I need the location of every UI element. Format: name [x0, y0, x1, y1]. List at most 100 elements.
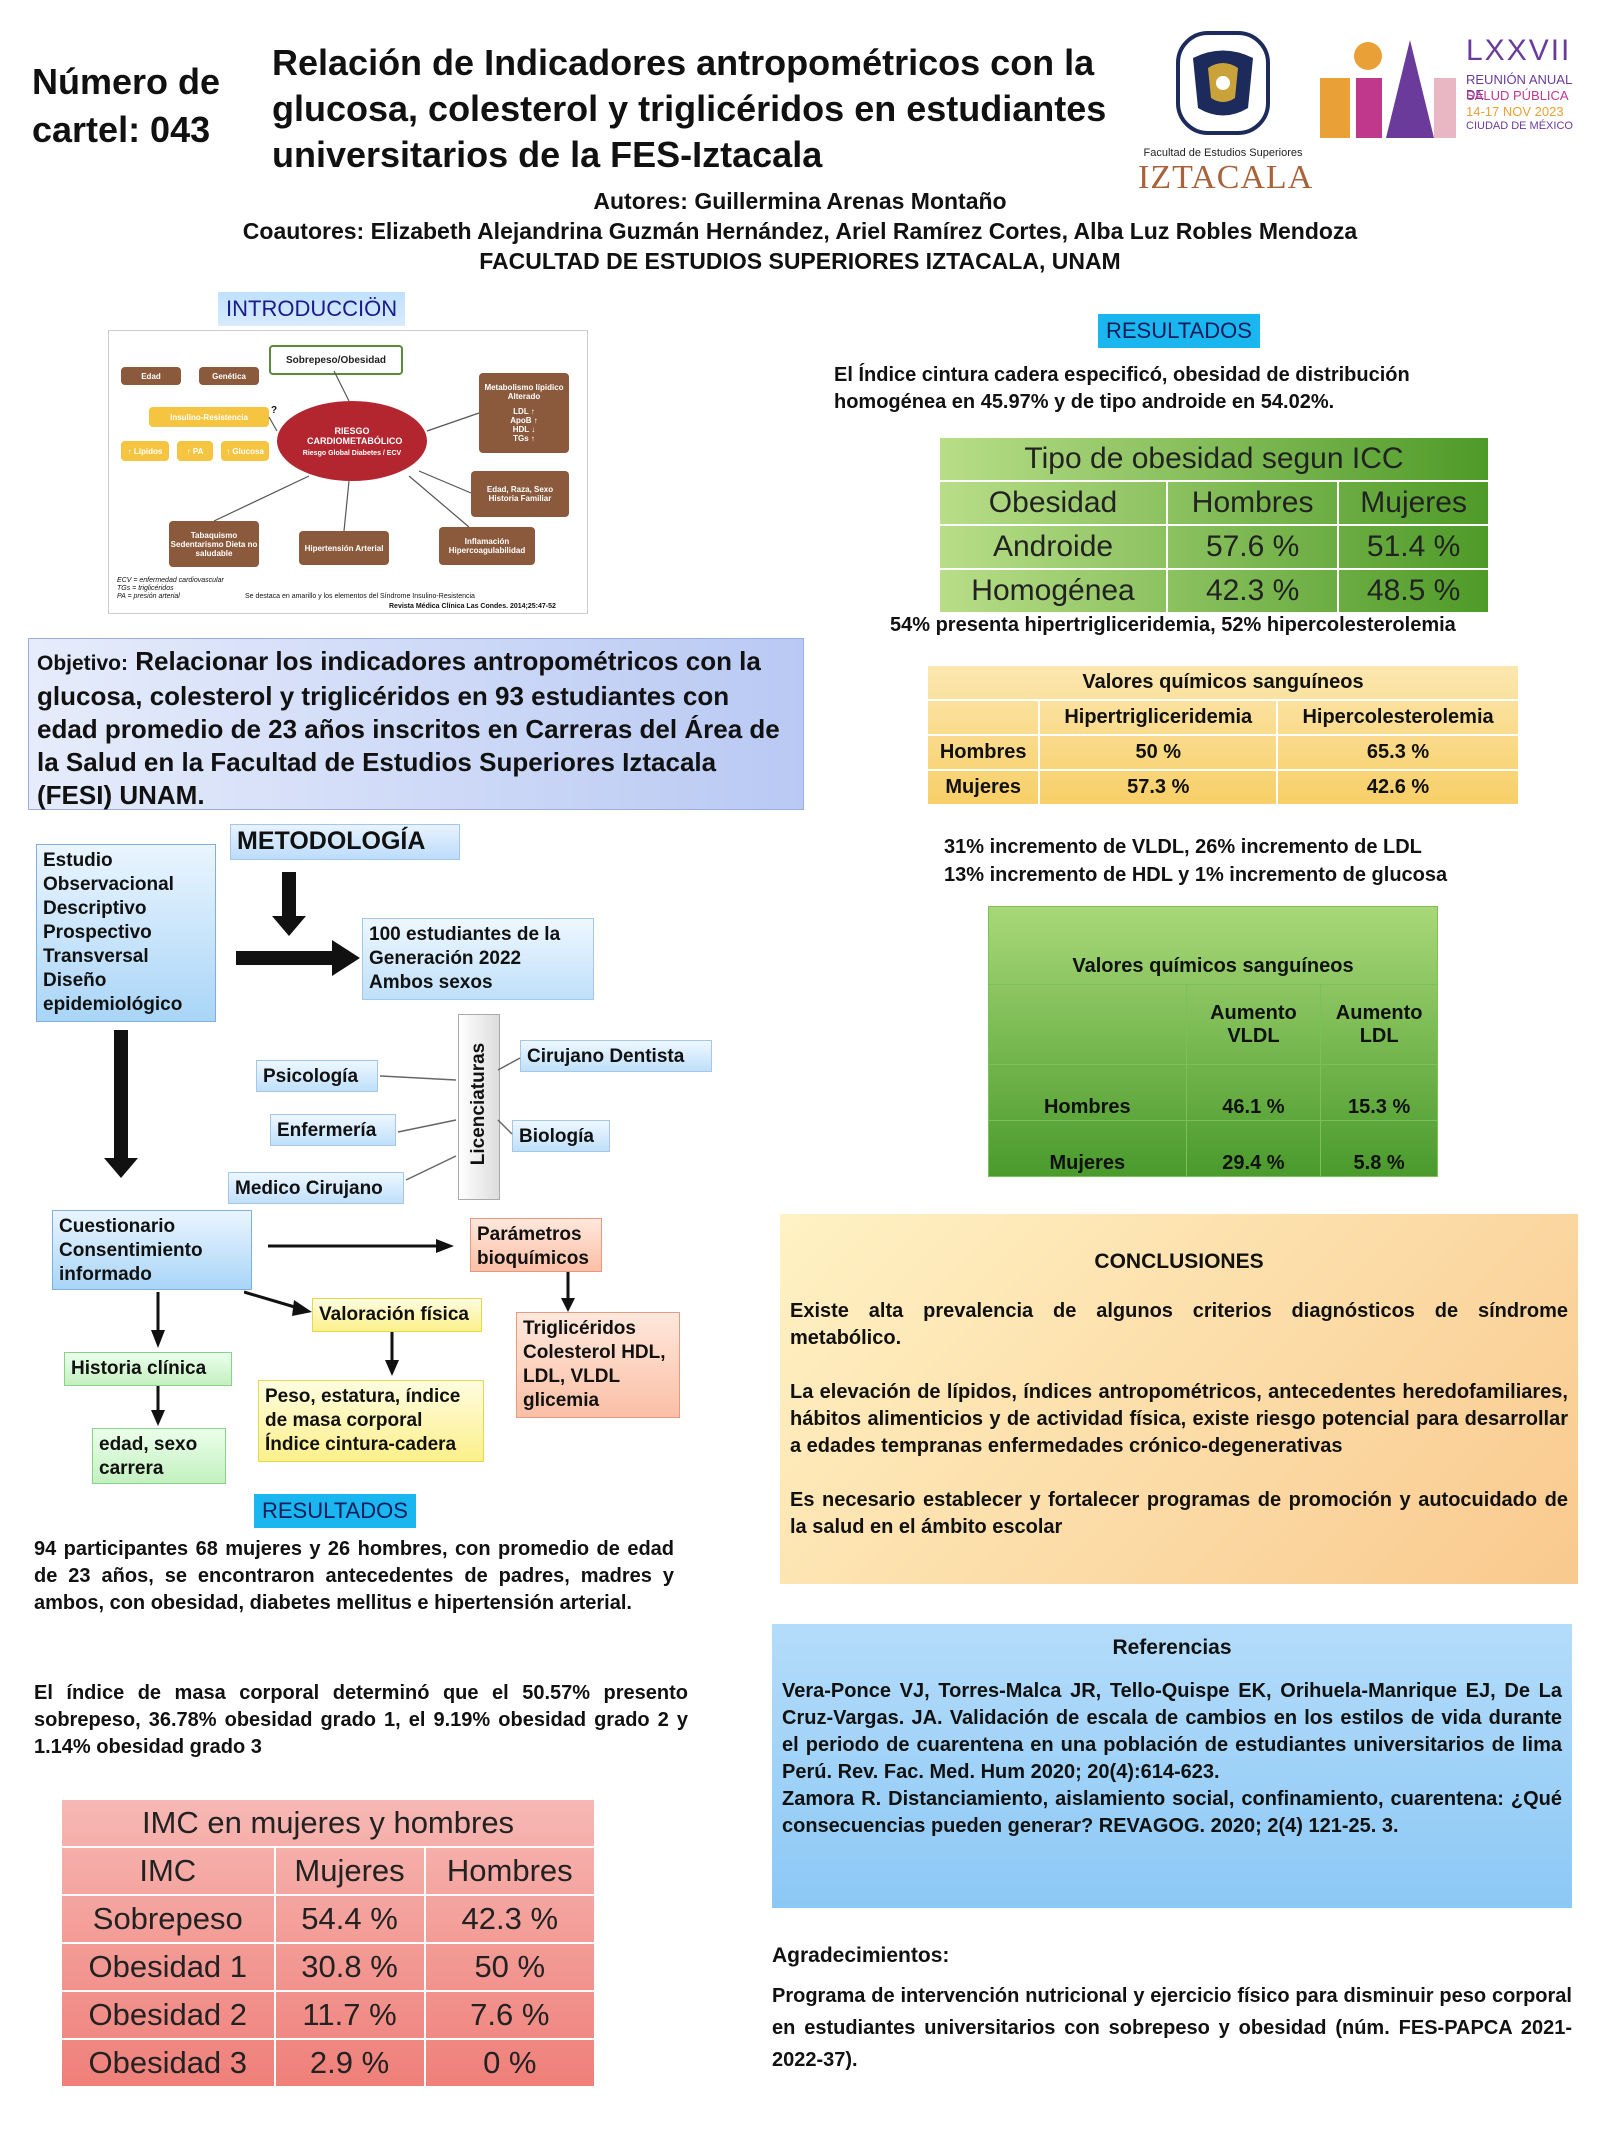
icc-cell: 48.5 %: [1337, 568, 1490, 614]
vq-cell: 57.3 %: [1038, 769, 1279, 806]
fes-caption: Facultad de Estudios Superiores: [1143, 147, 1303, 159]
vq-table-title: Valores químicos sanguíneos: [926, 664, 1520, 701]
fig-center-sub: Riesgo Global Diabetes / ECV: [302, 449, 402, 457]
institution: FACULTAD DE ESTUDIOS SUPERIORES IZTACALA…: [479, 248, 1121, 274]
table-row: Mujeres 57.3 % 42.6 %: [925, 769, 1520, 806]
fig-lipidos: ↑ Lípidos: [121, 441, 169, 461]
vldl-header: Aumento LDL: [1320, 984, 1438, 1065]
questionnaire-box: Cuestionario Consentimiento informado: [52, 1210, 252, 1290]
acknowledgements-label: Agradecimientos:: [772, 1944, 950, 1967]
imc-table-title: IMC en mujeres y hombres: [60, 1798, 596, 1848]
anthropometry-box: Peso, estatura, índice de masa corporal …: [258, 1380, 484, 1462]
methodology-label: METODOLOGÍA: [230, 824, 460, 860]
icc-header: Mujeres: [1337, 480, 1490, 526]
vq-cell: 42.6 %: [1276, 769, 1520, 806]
vq-header: Hipercolesterolemia: [1276, 699, 1520, 736]
vq-header: Hipertrigliceridemia: [1038, 699, 1279, 736]
imc-cell: Sobrepeso: [60, 1894, 276, 1944]
career-psicologia: Psicología: [256, 1060, 378, 1092]
imc-cell: 54.4 %: [273, 1894, 426, 1944]
introduction-label: INTRODUCCIÖN: [218, 292, 406, 326]
vq-cell: Hombres: [925, 734, 1041, 771]
event-dates: 14-17 NOV 2023: [1466, 104, 1564, 119]
demographics-box: edad, sexo carrera: [92, 1428, 226, 1484]
fig-insulino: Insulino-Resistencia: [149, 407, 269, 427]
table-row: Mujeres 29.4 % 5.8 %: [988, 1120, 1438, 1177]
imc-header: IMC: [60, 1846, 276, 1896]
icc-table: Tipo de obesidad segun ICC Obesidad Homb…: [937, 436, 1490, 614]
down-arrow-icon: [151, 1292, 165, 1348]
table-row: Hombres 50 % 65.3 %: [925, 734, 1520, 771]
fig-glucosa: ↑ Glucosa: [221, 441, 269, 461]
vldl-cell: 46.1 %: [1185, 1064, 1322, 1121]
table-row: Sobrepeso 54.4 % 42.3 %: [60, 1894, 597, 1944]
vldl-cell: 5.8 %: [1320, 1120, 1438, 1177]
vq-header: [925, 699, 1041, 736]
conclusions-box: CONCLUSIONES Existe alta prevalencia de …: [780, 1214, 1578, 1584]
cardiometabolic-risk-figure: Sobrepeso/Obesidad Edad Genética Insulin…: [108, 330, 588, 614]
vldl-header: [988, 984, 1187, 1065]
imc-cell: 11.7 %: [273, 1990, 426, 2040]
career-connectors: [379, 1057, 521, 1181]
fig-legend-3: PA = presión arterial: [117, 593, 180, 600]
icc-cell: Homogénea: [937, 568, 1169, 614]
results-label-left: RESULTADOS: [254, 1494, 416, 1528]
event-graphic-icon: [1320, 40, 1456, 138]
imc-cell: Obesidad 3: [60, 2038, 276, 2088]
lipid-text: 54% presenta hipertrigliceridemia, 52% h…: [890, 614, 1456, 636]
icc-cell: 57.6 %: [1166, 524, 1340, 570]
conclusion-3: Es necesario establecer y fortalecer pro…: [790, 1489, 1568, 1538]
fig-connectors: [213, 370, 480, 532]
right-arrow-icon: [236, 940, 360, 976]
imc-cell: 30.8 %: [273, 1942, 426, 1992]
imc-table: IMC en mujeres y hombres IMC Mujeres Hom…: [60, 1798, 597, 2088]
fig-edad-raza: Edad, Raza, Sexo Historia Familiar: [471, 471, 569, 517]
physical-assessment-box: Valoración física: [312, 1298, 482, 1332]
icc-header: Hombres: [1166, 480, 1340, 526]
icc-cell: 42.3 %: [1166, 568, 1340, 614]
imc-header: Hombres: [423, 1846, 597, 1896]
objective-box: Objetivo: Relacionar los indicadores ant…: [28, 638, 804, 810]
down-arrow-icon: [385, 1332, 399, 1376]
right-arrow-icon: [268, 1239, 454, 1253]
objective-label: Objetivo:: [37, 652, 129, 675]
vldl-ldl-table: Valores químicos sanguíneos Aumento VLDL…: [988, 906, 1438, 1177]
fes-iztacala-logo: Facultad de Estudios Superiores IZTACALA: [1138, 28, 1312, 196]
increase-text-1: 31% incremento de VLDL, 26% incremento d…: [944, 836, 1422, 858]
fig-source: Revista Médica Clínica Las Condes. 2014;…: [389, 603, 556, 610]
results-participants: 94 participantes 68 mujeres y 26 hombres…: [34, 1538, 674, 1614]
down-arrow-icon: [104, 1030, 138, 1178]
fig-legend-1: ECV = enfermedad cardiovascular: [117, 577, 224, 584]
lab-tests-box: Triglicéridos Colesterol HDL, LDL, VLDL …: [516, 1312, 680, 1418]
vq-cell: 50 %: [1038, 734, 1279, 771]
conclusions-label: CONCLUSIONES: [1094, 1250, 1264, 1273]
vldl-cell: 29.4 %: [1185, 1120, 1322, 1177]
table-row: Homogénea 42.3 % 48.5 %: [937, 568, 1490, 614]
imc-cell: 7.6 %: [423, 1990, 597, 2040]
references-label: Referencias: [1112, 1636, 1232, 1659]
vldl-header: Aumento VLDL: [1185, 984, 1322, 1065]
fig-center-risk: RIESGO CARDIOMETABÓLICO Riesgo Global Di…: [277, 401, 427, 481]
fig-metabolismo-title: Metabolismo lípidico Alterado: [484, 383, 564, 401]
fig-metabolismo: Metabolismo lípidico Alterado LDL ↑ ApoB…: [479, 373, 569, 453]
fig-hipertension: Hipertensión Arterial: [299, 531, 389, 565]
vldl-table-title: Valores químicos sanguíneos: [988, 906, 1438, 985]
fes-name: IZTACALA: [1138, 159, 1314, 196]
fig-tabaquismo: Tabaquismo Sedentarismo Dieta no saludab…: [169, 521, 259, 567]
career-enfermeria: Enfermería: [270, 1114, 396, 1146]
acknowledgements-text: Programa de intervención nutricional y e…: [772, 1985, 1572, 2071]
career-biologia: Biología: [512, 1120, 610, 1152]
increase-text-2: 13% incremento de HDL y 1% incremento de…: [944, 864, 1448, 886]
biochemical-params-box: Parámetros bioquímicos: [470, 1218, 602, 1272]
references-box: Referencias Vera-Ponce VJ, Torres-Malca …: [772, 1624, 1572, 1908]
vldl-cell: 15.3 %: [1320, 1064, 1438, 1121]
table-row: Androide 57.6 % 51.4 %: [937, 524, 1490, 570]
imc-header: Mujeres: [273, 1846, 426, 1896]
table-row: Hombres 46.1 % 15.3 %: [988, 1064, 1438, 1121]
imc-cell: 42.3 %: [423, 1894, 597, 1944]
conclusion-2: La elevación de lípidos, índices antropo…: [790, 1381, 1568, 1457]
imc-cell: Obesidad 2: [60, 1990, 276, 2040]
event-number: LXXVII: [1466, 34, 1572, 67]
results-imc: El índice de masa corporal determinó que…: [34, 1682, 688, 1758]
imc-cell: Obesidad 1: [60, 1942, 276, 1992]
